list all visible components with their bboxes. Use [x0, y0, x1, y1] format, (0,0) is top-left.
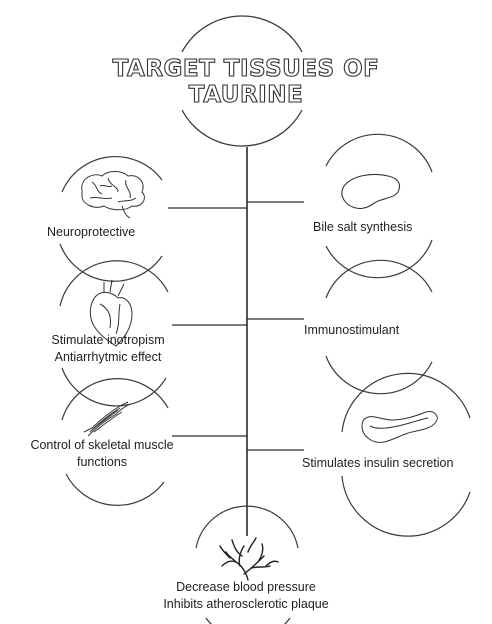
muscle-circle-bottom-arc [66, 474, 164, 505]
bile-label: Bile salt synthesis [313, 219, 412, 236]
vascular-label-line-1: Decrease blood pressure [116, 579, 376, 596]
title-circle-top-arc [182, 16, 302, 52]
muscle-label-line-1: Control of skeletal muscle [2, 437, 202, 454]
vascular-circle-bottom-arc [206, 618, 290, 624]
heart-label-line-2: Antiarrhytmic effect [28, 349, 188, 366]
insulin-label: Stimulates insulin secretion [302, 455, 453, 472]
neuroprotective-label: Neuroprotective [47, 224, 135, 241]
muscle-icon [84, 402, 130, 436]
neuroprotective-circle-top-arc [62, 157, 162, 192]
immuno-label: Immunostimulant [304, 322, 399, 339]
heart-label-line-1: Stimulate inotropism [28, 332, 188, 349]
insulin-circle-bottom-arc [342, 476, 470, 536]
immuno-circle-bottom-arc [326, 356, 432, 394]
title-line-1: TARGET TISSUES OF [96, 56, 396, 82]
muscle-circle-top-arc [62, 379, 168, 420]
blood-vessel-icon [220, 538, 278, 580]
heart-circle-bottom-arc [62, 368, 166, 406]
diagram-title: TARGET TISSUES OF TAURINE [96, 56, 396, 108]
vascular-label-line-2: Inhibits atherosclerotic plaque [116, 596, 376, 613]
insulin-circle-top-arc [342, 373, 470, 432]
liver-icon [342, 174, 400, 208]
title-line-2: TAURINE [96, 82, 396, 108]
neuroprotective-circle-bottom-arc [60, 244, 162, 281]
vascular-label: Decrease blood pressure Inhibits atheros… [116, 579, 376, 613]
title-circle-bottom-arc [182, 110, 302, 146]
muscle-label: Control of skeletal muscle functions [2, 437, 202, 471]
pancreas-icon [362, 412, 437, 443]
heart-label: Stimulate inotropism Antiarrhytmic effec… [28, 332, 188, 366]
bile-circle-top-arc [326, 134, 432, 172]
muscle-label-line-2: functions [2, 454, 202, 471]
brain-icon [82, 172, 145, 219]
